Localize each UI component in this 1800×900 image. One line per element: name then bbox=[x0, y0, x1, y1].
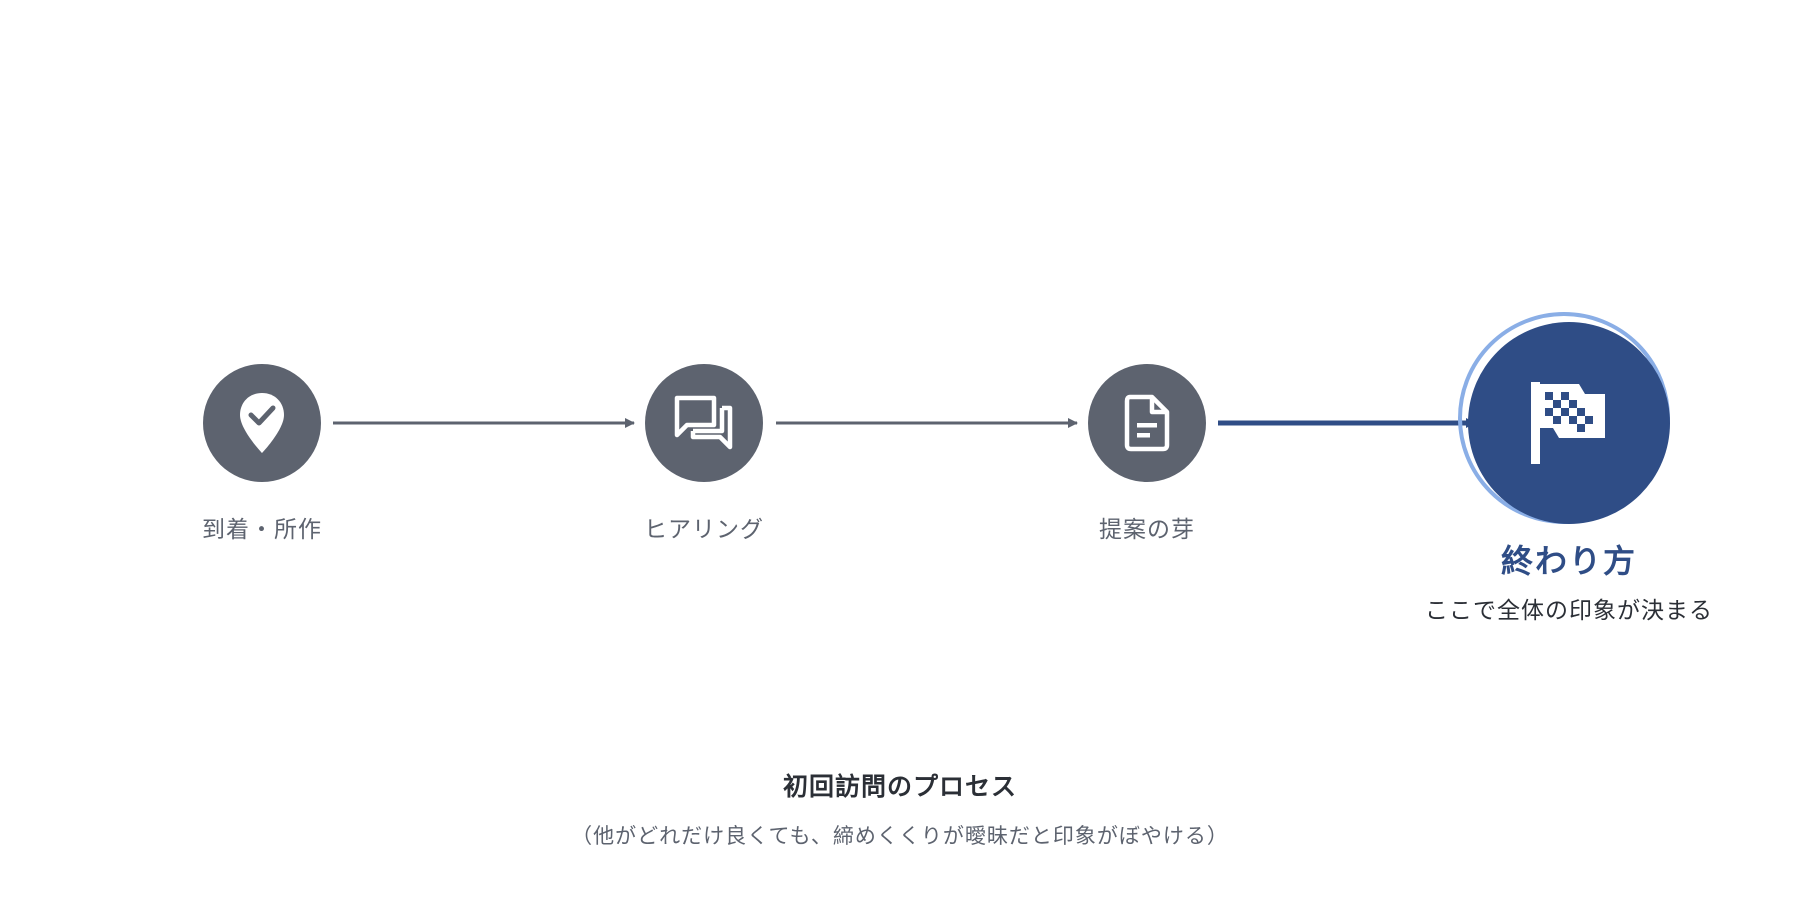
chat-bubbles-icon bbox=[674, 395, 733, 450]
step-node-proposal bbox=[1088, 364, 1206, 482]
pin-check-icon bbox=[240, 393, 284, 453]
checkered-flag-icon bbox=[1531, 382, 1605, 464]
step-label-proposal: 提案の芽 bbox=[1099, 517, 1195, 543]
final-step-subtitle: ここで全体の印象が決まる bbox=[1425, 598, 1713, 624]
step-label-hearing: ヒアリング bbox=[644, 517, 764, 543]
final-step-node bbox=[1468, 322, 1670, 524]
final-step-title: 終わり方 bbox=[1500, 542, 1637, 580]
step-node-hearing bbox=[645, 364, 763, 482]
document-icon bbox=[1124, 394, 1170, 452]
diagram-caption-subtitle: （他がどれだけ良くても、締めくくりが曖昧だと印象がぼやける） bbox=[571, 824, 1229, 848]
step-label-arrival: 到着・所作 bbox=[202, 517, 322, 543]
diagram-caption-title: 初回訪問のプロセス bbox=[782, 772, 1017, 801]
step-node-arrival bbox=[203, 364, 321, 482]
